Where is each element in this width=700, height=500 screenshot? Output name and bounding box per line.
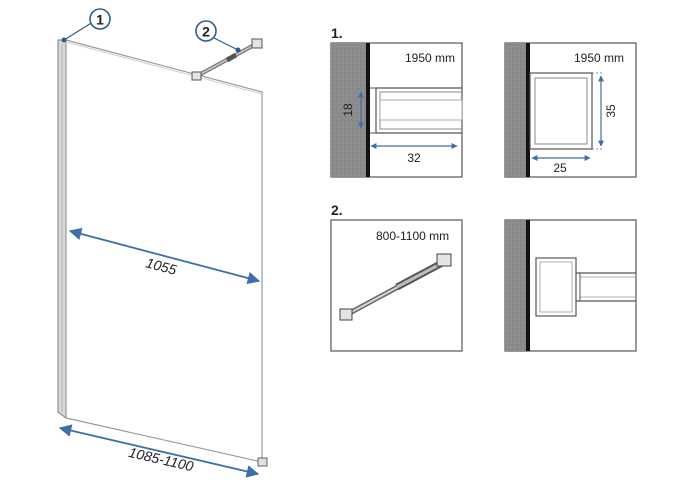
wall-section [505,220,526,351]
callout-1-label: 1 [96,12,104,28]
section-1-number: 1. [331,25,343,41]
detail-1-right-horizontal-dim: 25 [553,161,567,175]
callout-1: 1 [61,8,111,43]
callout-2: 2 [195,20,241,53]
detail-2-left: 800-1100 mm [330,219,463,352]
dimension-total-width-label: 1085-1100 [127,444,195,474]
section-2-number: 2. [331,202,343,218]
detail-1-right: 1950 mm 35 25 [504,42,637,178]
dimension-glass-width-label: 1055 [144,254,178,277]
detail-1-right-vertical-dim: 35 [604,104,618,118]
dimension-glass-width: 1055 [68,227,261,285]
detail-1-left-height: 1950 mm [405,51,455,65]
glass-foot [257,457,268,467]
stabilizer-bar [191,38,263,81]
glass-panel [65,39,263,463]
detail-1-left: 1950 mm 18 32 [330,42,463,178]
callout-2-label: 2 [202,24,210,40]
stabilizer-bar-detail [339,253,452,321]
detail-1-right-height: 1950 mm [574,51,624,65]
wall-section [505,43,526,177]
detail-2-right [504,219,637,352]
detail-1-left-horizontal-dim: 32 [407,151,421,165]
detail-1-left-vertical-dim: 18 [341,103,355,117]
main-panel-drawing: 1 2 1055 1085-1100 [57,8,268,478]
detail-2-left-length: 800-1100 mm [376,229,449,243]
